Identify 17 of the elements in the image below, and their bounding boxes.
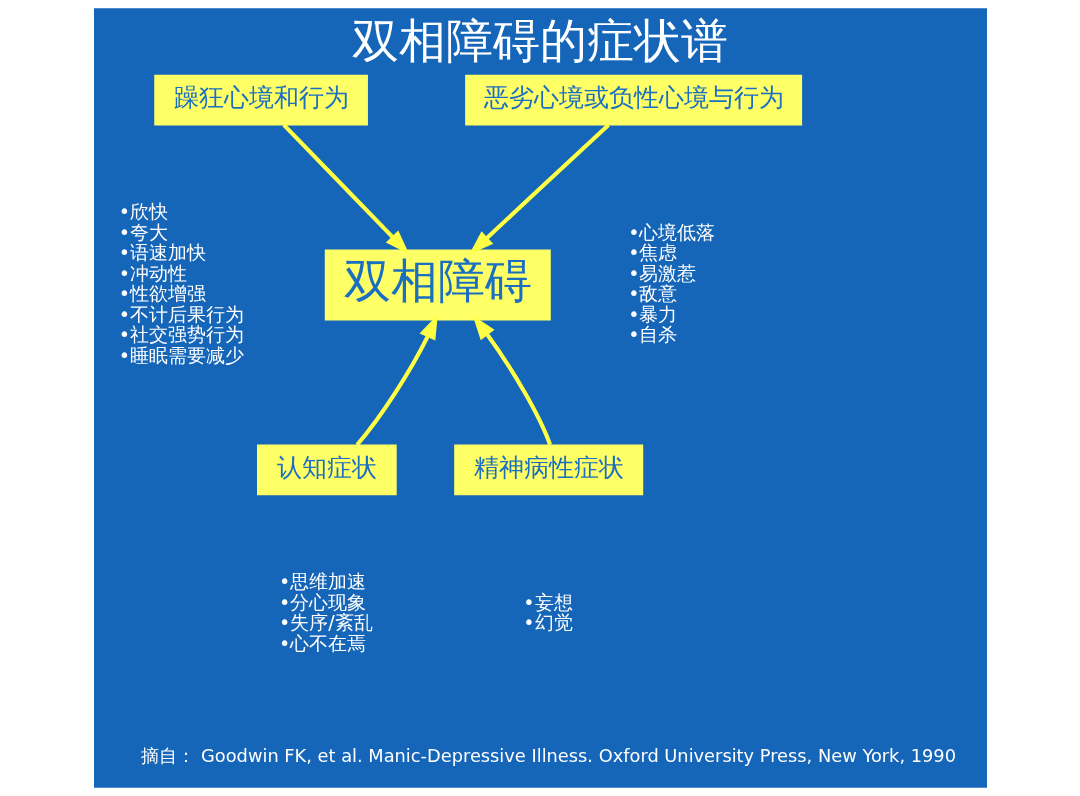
node-label: •分心现象 <box>278 590 366 614</box>
node-box: 双相障碍 <box>324 249 551 321</box>
node-box: 躁狂心境和行为 <box>153 74 368 126</box>
node-box: 认知症状 <box>256 444 397 496</box>
node-box: 恶劣心境或负性心境与行为 <box>464 74 802 126</box>
arrow <box>468 123 610 255</box>
label: 摘自： Goodwin FK, et al. Manic-Depressive Illness. Oxford University Press, New York, 1990 <box>140 745 956 767</box>
arrow <box>355 314 438 447</box>
node-box: 精神病性症状 <box>453 444 643 496</box>
node-label: •幻觉 <box>522 611 573 635</box>
arrow <box>281 123 409 255</box>
node-label: •心境低落 <box>627 220 715 244</box>
node-label: •妄想 <box>522 590 573 614</box>
arrow <box>472 315 552 446</box>
diagram-title: 双相障碍的症状谱 <box>352 13 728 68</box>
node-label: •思维加速 <box>278 569 366 593</box>
node-label: •自杀 <box>627 323 677 347</box>
